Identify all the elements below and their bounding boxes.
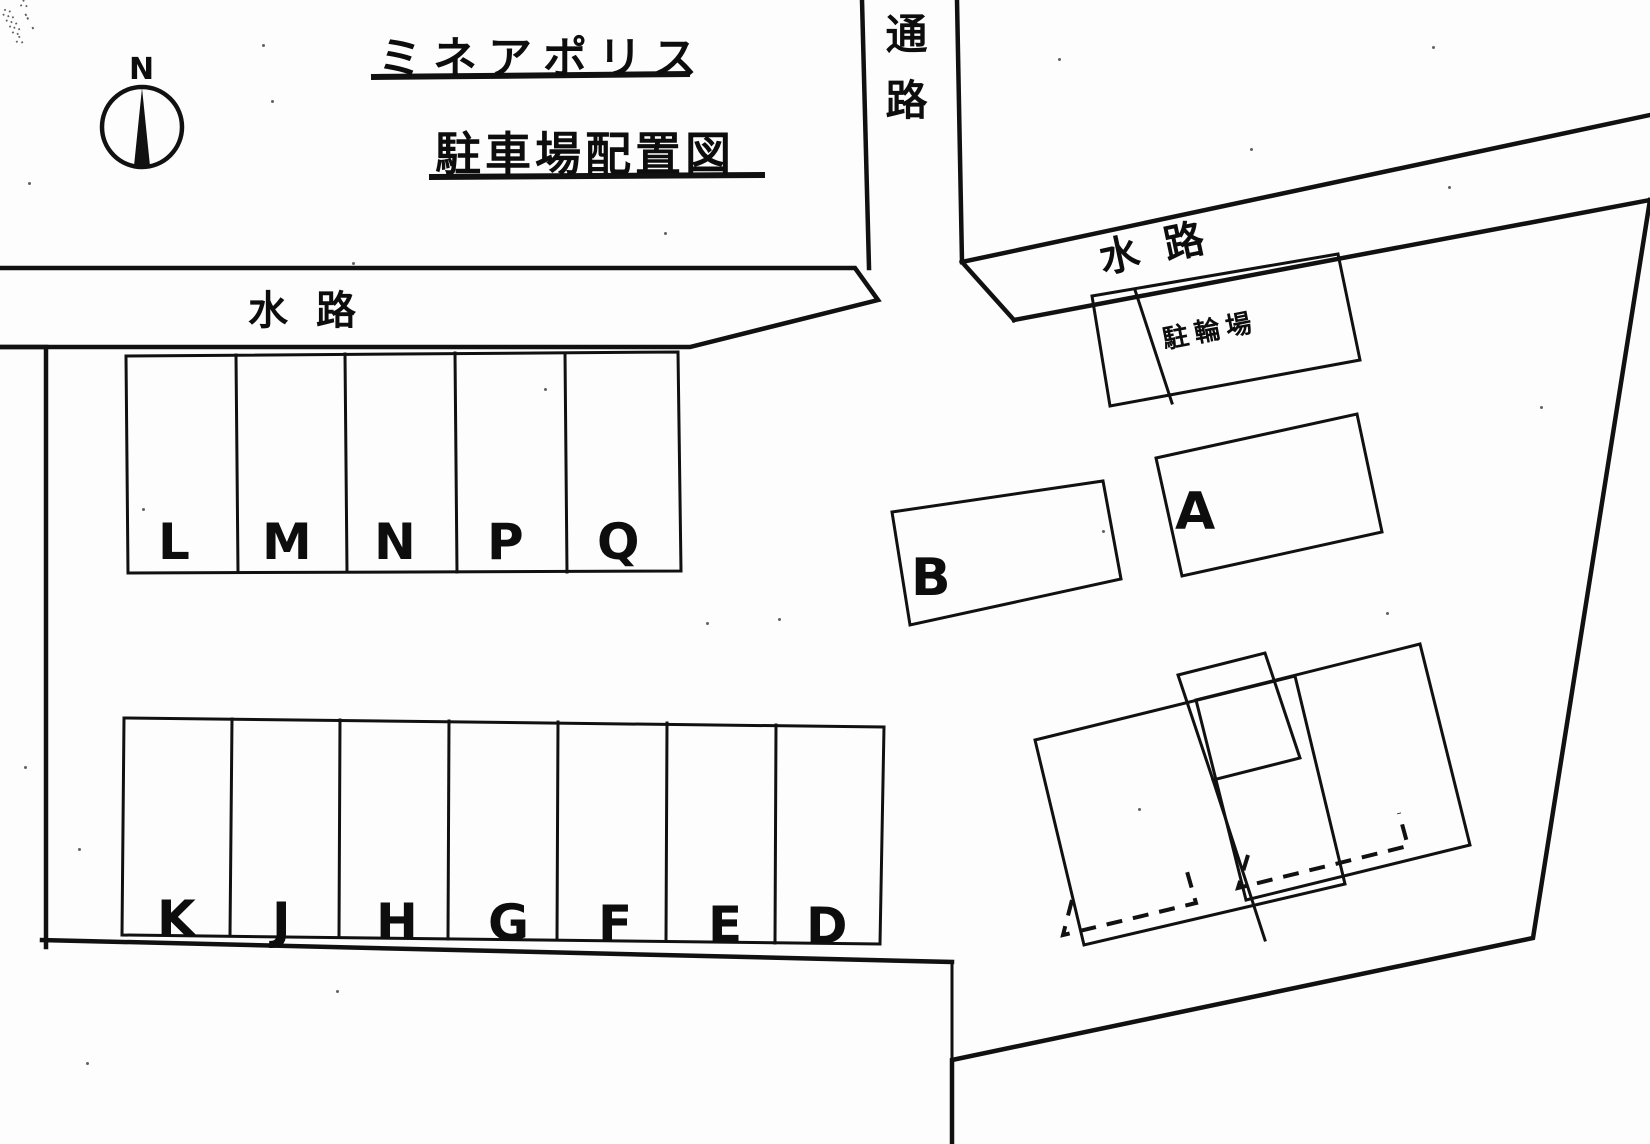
waterway-right-band: [958, 112, 1650, 324]
stall-label-G: G: [488, 894, 531, 952]
scan-speck: [78, 848, 81, 851]
scan-speck: [1448, 186, 1451, 189]
building-complex: [1033, 642, 1472, 947]
scan-speck: [778, 618, 781, 621]
scan-speck: [1058, 58, 1061, 61]
page-title-line-1: ミネアポリス: [378, 33, 708, 84]
waterway-left-band: [0, 265, 882, 350]
stall-label-L: L: [158, 513, 191, 571]
stall-label-D: D: [806, 897, 849, 955]
parking-block-b-outline: [890, 479, 1123, 627]
scan-speck: [336, 990, 339, 993]
title-underlines: [370, 70, 766, 181]
parking-block-b-label: B: [911, 548, 951, 608]
stall-label-N: N: [374, 513, 417, 571]
scan-speck: [352, 262, 355, 265]
scan-speck: [1432, 46, 1435, 49]
stall-label-Q: Q: [597, 513, 641, 571]
scan-speck: [1540, 406, 1543, 409]
scan-speck: [28, 182, 31, 185]
stall-label-M: M: [262, 513, 313, 571]
stall-label-F: F: [598, 895, 634, 953]
scan-speck: [142, 508, 145, 511]
site-boundary: [0, 197, 1650, 1144]
block-divider-line: [1133, 288, 1174, 405]
scan-speck: [1138, 808, 1141, 811]
scan-speck: [706, 622, 709, 625]
scan-speck: [86, 1062, 89, 1065]
scan-speck: [271, 100, 274, 103]
stall-label-J: J: [272, 892, 292, 950]
parking-block-a-label: A: [1175, 482, 1216, 542]
upper-parking-row-outline: [124, 350, 683, 575]
compass-icon: [99, 84, 185, 170]
scan-speck: [262, 44, 265, 47]
stall-label-P: P: [487, 513, 525, 571]
compass-north-label: N: [129, 52, 155, 87]
scan-speck: [664, 232, 667, 235]
stall-label-H: H: [376, 893, 419, 951]
waterway-left-label: 水路: [248, 288, 384, 334]
parking-block-a-outline: [1154, 412, 1384, 578]
scan-speck: [1102, 530, 1105, 533]
lower-parking-row-outline: [120, 716, 886, 946]
scan-speck: [1250, 148, 1253, 151]
passage-corridor: [859, 0, 965, 271]
passage-label: 通路: [879, 12, 928, 144]
scan-speck: [24, 766, 27, 769]
scan-speck: [544, 388, 547, 391]
page-title-line-2: 駐車場配置図: [435, 127, 735, 181]
stall-label-E: E: [708, 896, 744, 954]
scan-speck: [1386, 612, 1389, 615]
stall-label-K: K: [157, 890, 197, 948]
bicycle-parking-outline: [1090, 252, 1362, 408]
